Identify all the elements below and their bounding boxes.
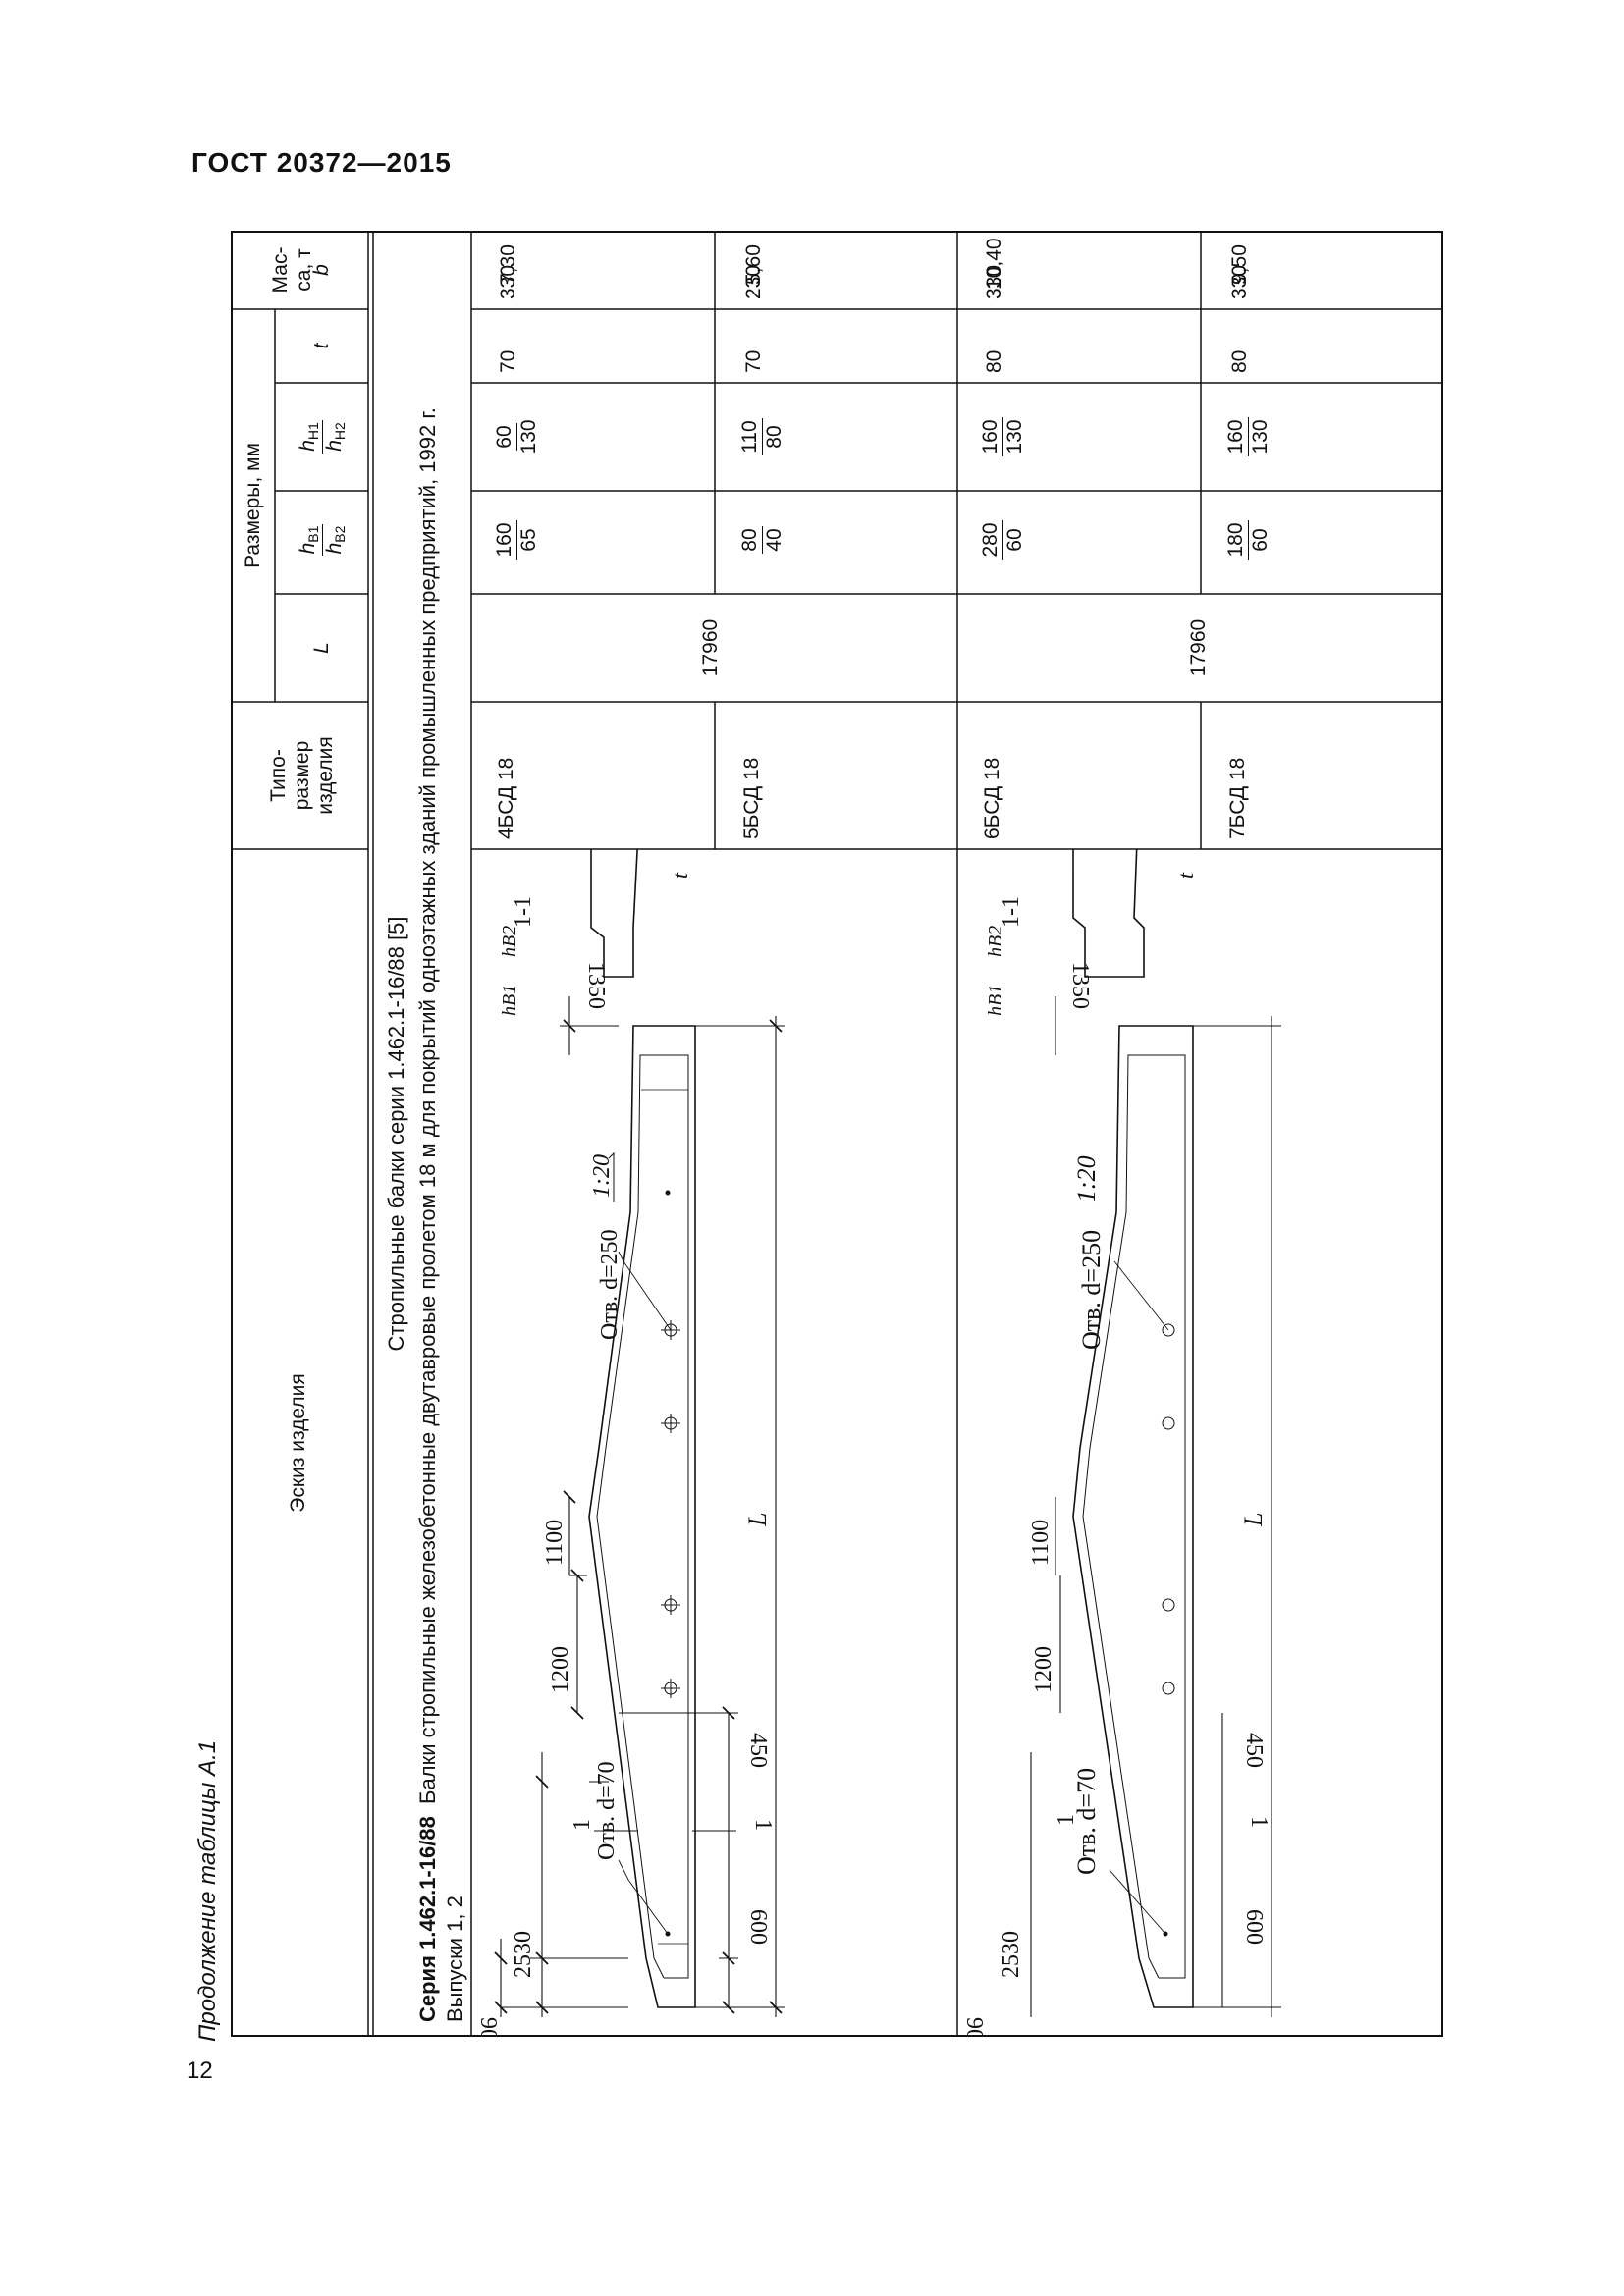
standard-header: ГОСТ 20372—2015 <box>191 147 452 178</box>
hB2-label: hB2 <box>499 926 520 957</box>
length-L: L <box>743 1513 772 1527</box>
row-t: 80 <box>983 349 1005 373</box>
table-continuation-caption: Продолжение таблицы А.1 <box>194 1739 221 2042</box>
header-hH: hH1 hH2 <box>297 420 348 454</box>
dim-600: 600 <box>745 1909 771 1945</box>
header-type-size-1: Типо- <box>267 749 290 802</box>
header-sketch: Эскиз изделия <box>287 1373 309 1513</box>
section-1-1: 1-1 hB1 hB2 hH2 hH1 t b <box>985 849 1198 1016</box>
length-L: L <box>1239 1513 1268 1527</box>
products-table: Эскиз изделия Типо- размер изделия Разме… <box>231 231 1443 2037</box>
hB1-label: hB1 <box>985 985 1006 1016</box>
cut-mark-1: 1 <box>1054 1814 1079 1826</box>
row-type: 4БСД 18 <box>495 757 517 839</box>
section-label: 1-1 <box>511 896 536 928</box>
table-grid <box>231 231 1443 2037</box>
holes <box>618 1190 680 1937</box>
header-dimensions: Размеры, мм <box>242 443 264 568</box>
dimension-lines <box>500 996 785 2017</box>
header-hB: hB1 hB2 <box>297 523 348 557</box>
slope-label: 1:20 <box>1072 1155 1101 1202</box>
row-type: 5БСД 18 <box>740 757 763 839</box>
section-series: Серия 1.462.1-16/88 Балки стропильные же… <box>415 407 440 2022</box>
dim-900: 900 <box>961 2017 987 2037</box>
hB2-label: hB2 <box>985 926 1006 957</box>
holes <box>1109 1260 1175 1937</box>
cut-mark-1: 1 <box>750 1819 776 1831</box>
hole-70-label: Отв. d=70 <box>594 1761 620 1860</box>
hB1-label: hB1 <box>499 985 520 1016</box>
beam-elevation <box>1072 1025 1194 2008</box>
beam-elevation <box>588 1025 696 2008</box>
beam-sketch-1: 900 2530 600 450 1200 1100 1350 1:20 L О… <box>475 849 785 2037</box>
hole-250-label: Отв. d=250 <box>597 1229 623 1340</box>
row-t: 70 <box>497 349 519 373</box>
group-L: 17960 <box>699 618 722 677</box>
row-type: 6БСД 18 <box>981 757 1003 839</box>
section-title: Стропильные балки серии 1.462.1-16/88 [5… <box>384 916 408 1352</box>
dim-1100: 1100 <box>542 1520 568 1566</box>
group-L: 17960 <box>1187 618 1210 677</box>
dim-1350: 1350 <box>583 962 609 1009</box>
section-issues: Выпуски 1, 2 <box>443 1896 467 2022</box>
section-label: 1-1 <box>999 896 1024 928</box>
row-t: 80 <box>1228 349 1251 373</box>
hole-250-label: Отв. d=250 <box>1077 1230 1106 1350</box>
dim-600: 600 <box>1241 1909 1267 1945</box>
section-1-1: 1-1 hB1 hB2 hH2 hH1 t b <box>499 849 692 1016</box>
header-mass-2: са, т <box>293 248 315 292</box>
cut-mark-1: 1 <box>569 1819 595 1831</box>
t-label: t <box>668 872 692 879</box>
header-L: L <box>310 642 333 654</box>
row-mass: 7,30 <box>497 244 519 285</box>
row-type: 7БСД 18 <box>1226 757 1249 839</box>
beam-sketch-2: 900 2530 600 450 1200 1100 1350 1:20 L О… <box>961 849 1281 2037</box>
row-mass: 10,40 <box>983 238 1005 290</box>
slope-label: 1:20 <box>589 1154 615 1198</box>
rotated-table-wrapper: Эскиз изделия Типо- размер изделия Разме… <box>231 231 1443 2037</box>
dim-1100: 1100 <box>1028 1520 1054 1566</box>
dim-2530: 2530 <box>511 1931 536 1978</box>
dim-1200: 1200 <box>548 1646 573 1693</box>
header-type-size-2: размер <box>291 740 313 811</box>
header-mass-1: Мас- <box>269 246 292 294</box>
row-mass: 5,60 <box>742 244 765 285</box>
dim-900: 900 <box>475 2017 501 2037</box>
dim-1350: 1350 <box>1067 962 1093 1009</box>
dim-2530: 2530 <box>999 1931 1024 1978</box>
page-number: 12 <box>187 2057 213 2084</box>
dim-1200: 1200 <box>1031 1646 1056 1693</box>
row-t: 70 <box>742 349 765 373</box>
cut-mark-1: 1 <box>1246 1816 1272 1828</box>
header-t: t <box>310 343 333 349</box>
dim-450: 450 <box>745 1733 771 1768</box>
dim-450: 450 <box>1241 1733 1267 1768</box>
hole-70-label: Отв. d=70 <box>1072 1768 1101 1875</box>
row-mass: 9,50 <box>1228 244 1251 285</box>
header-type-size-3: изделия <box>314 736 337 815</box>
t-label: t <box>1173 872 1198 879</box>
